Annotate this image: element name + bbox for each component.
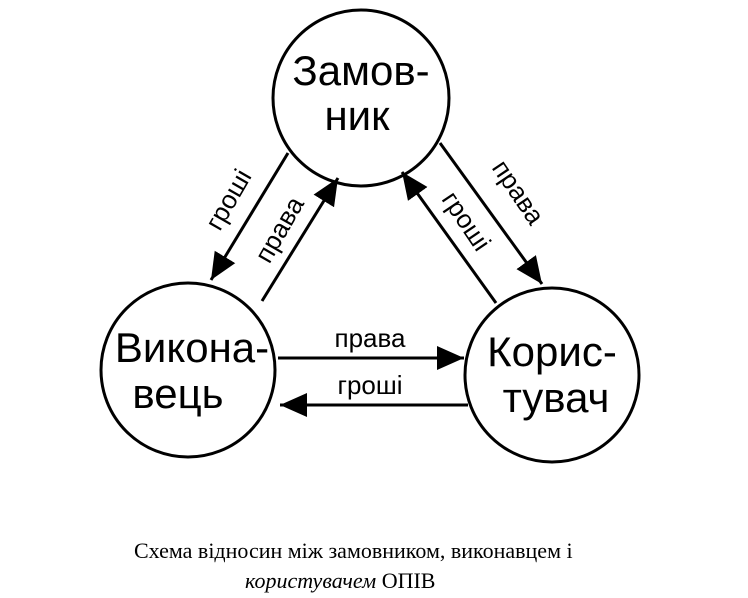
edge-label-contractor-to-user: права — [335, 323, 407, 353]
node-contractor: Викона- вець — [99, 281, 277, 459]
node-user-label-line2: тувач — [503, 374, 610, 421]
arrow-customer-to-user — [438, 142, 544, 285]
figure-caption-line2: користувачем ОПІВ — [245, 568, 435, 594]
node-contractor-label-line2: вець — [132, 370, 223, 417]
edge-label-customer-to-contractor: гроші — [199, 164, 258, 235]
arrow-contractor-to-customer — [260, 177, 340, 302]
figure-caption-line1: Схема відносин між замовником, виконавце… — [134, 538, 573, 563]
figure-caption-italic: користувачем — [245, 568, 377, 593]
figure-caption-rest: ОПІВ — [376, 568, 436, 593]
node-contractor-label-line1: Викона- — [115, 324, 269, 371]
arrow-customer-to-contractor — [209, 152, 290, 281]
arrow-user-to-customer — [400, 171, 498, 304]
edge-label-user-to-contractor: гроші — [337, 370, 402, 400]
node-user: Корис- тувач — [463, 286, 641, 464]
node-customer-label-line2: ник — [324, 92, 390, 139]
edge-label-user-to-customer: гроші — [436, 186, 497, 257]
node-customer: Замов- ник — [271, 8, 451, 188]
node-user-label-line1: Корис- — [487, 328, 617, 375]
node-customer-label-line1: Замов- — [292, 47, 429, 94]
